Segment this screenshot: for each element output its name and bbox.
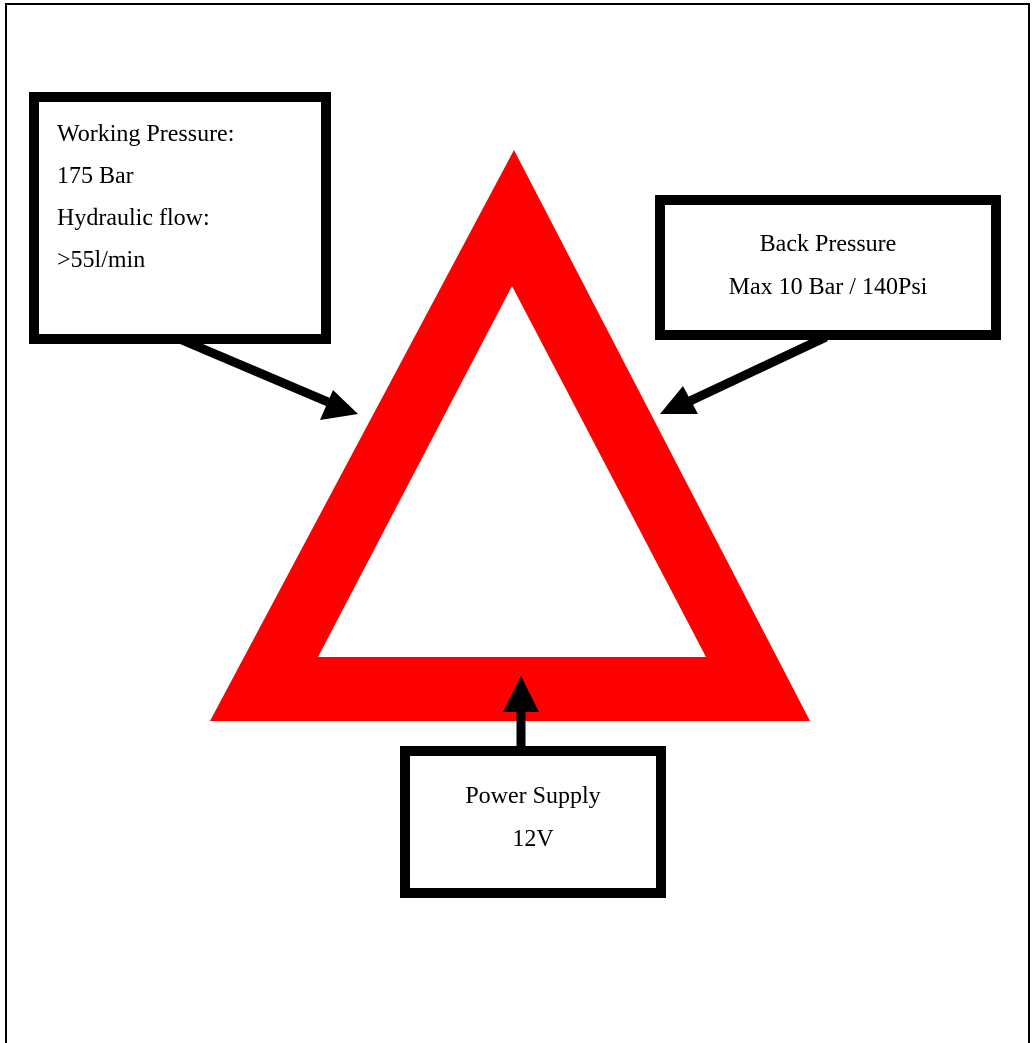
arrow-back-to-triangle [660,332,828,414]
working-pressure-value: 175 Bar [57,163,134,189]
page-frame [5,3,1030,1043]
arrow-working-to-triangle [173,332,358,420]
arrow-shaft [688,332,828,406]
arrow-power-to-triangle [503,676,539,750]
arrow-head [320,390,358,420]
power-supply-label: Power Supply [465,783,601,809]
hydraulic-flow-label: Hydraulic flow: [57,205,210,231]
working-pressure-label: Working Pressure: [57,121,235,147]
warning-triangle [210,150,810,721]
back-pressure-value: Max 10 Bar / 140Psi [728,274,928,300]
back-pressure-box: Back Pressure Max 10 Bar / 140Psi [655,195,1001,340]
arrow-head [503,676,539,712]
hydraulic-flow-value: >55l/min [57,247,146,273]
power-supply-box: Power Supply 12V [400,746,666,898]
back-pressure-label: Back Pressure [759,231,897,257]
power-supply-value: 12V [512,826,554,852]
working-pressure-box: Working Pressure: 175 Bar Hydraulic flow… [29,92,331,344]
arrow-shaft [173,332,330,407]
arrow-head [660,386,698,414]
